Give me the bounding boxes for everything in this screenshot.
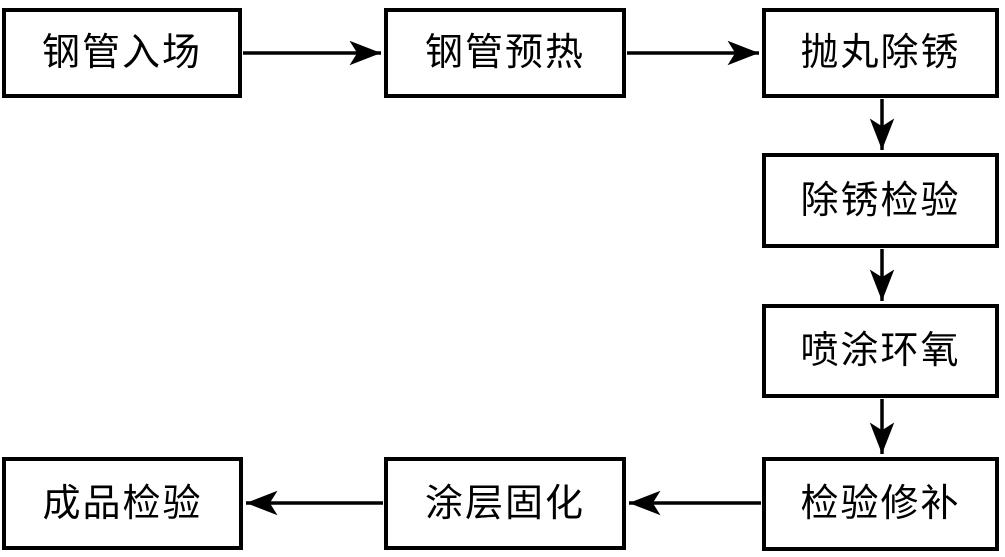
- node-coating-curing-label: 涂层固化: [424, 482, 585, 525]
- node-rust-inspection: 除锈检验: [762, 153, 999, 248]
- node-pipe-arrival: 钢管入场: [2, 8, 242, 98]
- node-coating-curing: 涂层固化: [384, 457, 626, 550]
- node-final-inspection-label: 成品检验: [42, 482, 203, 525]
- node-pipe-preheat: 钢管预热: [384, 8, 626, 98]
- node-pipe-arrival-label: 钢管入场: [41, 32, 202, 74]
- node-rust-inspection-label: 除锈检验: [800, 179, 961, 222]
- node-shot-blasting-label: 抛丸除锈: [800, 32, 961, 74]
- node-epoxy-spray-label: 喷涂环氧: [800, 330, 961, 372]
- node-inspection-repair: 检验修补: [762, 457, 999, 551]
- node-shot-blasting: 抛丸除锈: [762, 8, 999, 98]
- node-final-inspection: 成品检验: [2, 457, 243, 550]
- node-epoxy-spray: 喷涂环氧: [762, 304, 999, 398]
- node-inspection-repair-label: 检验修补: [800, 483, 961, 525]
- node-pipe-preheat-label: 钢管预热: [424, 32, 585, 74]
